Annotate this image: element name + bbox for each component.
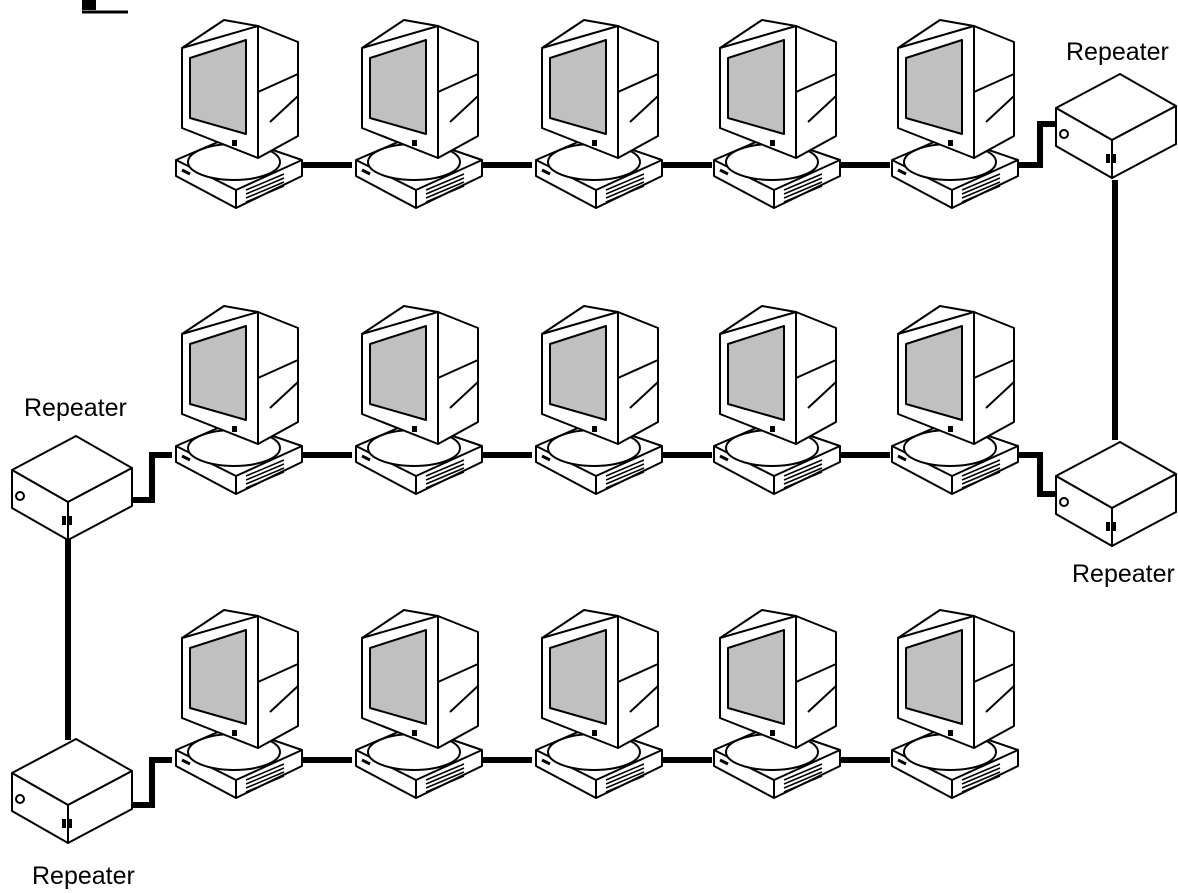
- computer-icon: [714, 20, 840, 208]
- repeater-label-mid-right: Repeater: [1072, 560, 1175, 588]
- cable-row1-to-repeater: [1018, 124, 1060, 165]
- cable-row2-to-right-repeater: [1018, 455, 1060, 494]
- computer-icon: [714, 306, 840, 494]
- computer-icon: [176, 306, 302, 494]
- cable-left-repeater-to-row3: [130, 760, 172, 805]
- computer-icon: [536, 20, 662, 208]
- computer-icon: [892, 20, 1018, 208]
- repeater-icon: [12, 436, 132, 540]
- computer-icon: [176, 20, 302, 208]
- cable-left-repeater-to-row2: [130, 455, 172, 500]
- corner-mark: [82, 0, 128, 12]
- repeater-label-bottom-left: Repeater: [32, 862, 135, 890]
- repeater-icon: [1056, 442, 1176, 546]
- computer-icon: [714, 610, 840, 798]
- repeater-label-mid-left: Repeater: [24, 394, 127, 422]
- repeater-icon: [1056, 74, 1176, 178]
- computer-icon: [176, 610, 302, 798]
- repeater-label-top-right: Repeater: [1066, 38, 1169, 66]
- computer-icon: [356, 610, 482, 798]
- computer-icon: [536, 610, 662, 798]
- computer-icon: [356, 306, 482, 494]
- computer-row-1: [176, 20, 1018, 208]
- computer-icon: [356, 20, 482, 208]
- computer-icon: [892, 306, 1018, 494]
- computer-icon: [892, 610, 1018, 798]
- computer-icon: [536, 306, 662, 494]
- computer-row-2: [176, 306, 1018, 494]
- computer-row-3: [176, 610, 1018, 798]
- repeater-icon: [12, 739, 132, 843]
